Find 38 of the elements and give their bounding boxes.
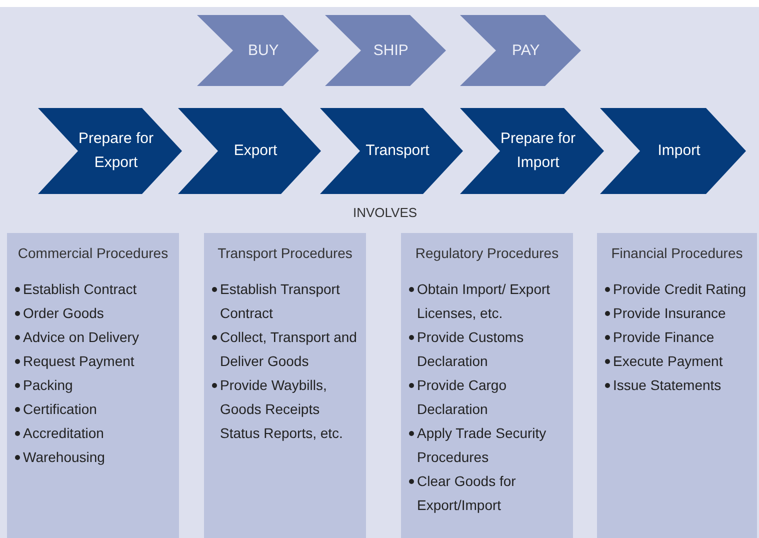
list-item: Provide Credit Rating — [613, 280, 746, 299]
chevron-label: SHIP — [373, 40, 408, 60]
list-item: Provide Cargo Declaration — [417, 376, 508, 419]
list-item: Collect, Transport and Deliver Goods — [220, 328, 358, 371]
list-item: Apply Trade Security Procedures — [417, 424, 548, 467]
procedure-panel — [7, 233, 179, 538]
list-item: Obtain Import/ Export Licenses, etc. — [417, 280, 552, 323]
list-item: Provide Finance — [613, 328, 714, 347]
panel-heading: Commercial Procedures — [16, 244, 170, 263]
chevron-label: Prepare for Import — [499, 129, 577, 173]
list-item: Order Goods — [23, 304, 104, 323]
list-item: Establish Contract — [23, 280, 137, 299]
chevron-label: PAY — [512, 40, 540, 60]
list-item: Request Payment — [23, 352, 134, 371]
list-item: Issue Statements — [613, 376, 722, 395]
list-item: Provide Waybills, Goods Receipts Status Reports, etc. — [220, 376, 344, 443]
chevron-label: Export — [234, 141, 278, 161]
procedure-panel — [401, 233, 573, 538]
list-item: Warehousing — [23, 448, 105, 467]
list-item: Certification — [23, 400, 97, 419]
chevron-label: Transport — [366, 141, 430, 161]
list-item: Packing — [23, 376, 73, 395]
list-item: Provide Insurance — [613, 304, 726, 323]
panel-heading: Financial Procedures — [610, 244, 744, 263]
panel-heading: Transport Procedures — [216, 244, 354, 263]
chevron-label: Prepare for Export — [77, 129, 155, 173]
panel-heading: Regulatory Procedures — [414, 244, 560, 263]
list-item: Provide Customs Declaration — [417, 328, 525, 371]
section-label: INVOLVES — [352, 204, 418, 222]
chevron-label: Import — [658, 141, 700, 161]
list-item: Clear Goods for Export/Import — [417, 472, 517, 515]
list-item: Advice on Delivery — [23, 328, 139, 347]
chevron-label: BUY — [248, 40, 279, 60]
list-item: Establish Transport Contract — [220, 280, 341, 323]
procedure-panel — [204, 233, 366, 538]
list-item: Accreditation — [23, 424, 104, 443]
list-item: Execute Payment — [613, 352, 723, 371]
procedure-panel — [597, 233, 757, 538]
